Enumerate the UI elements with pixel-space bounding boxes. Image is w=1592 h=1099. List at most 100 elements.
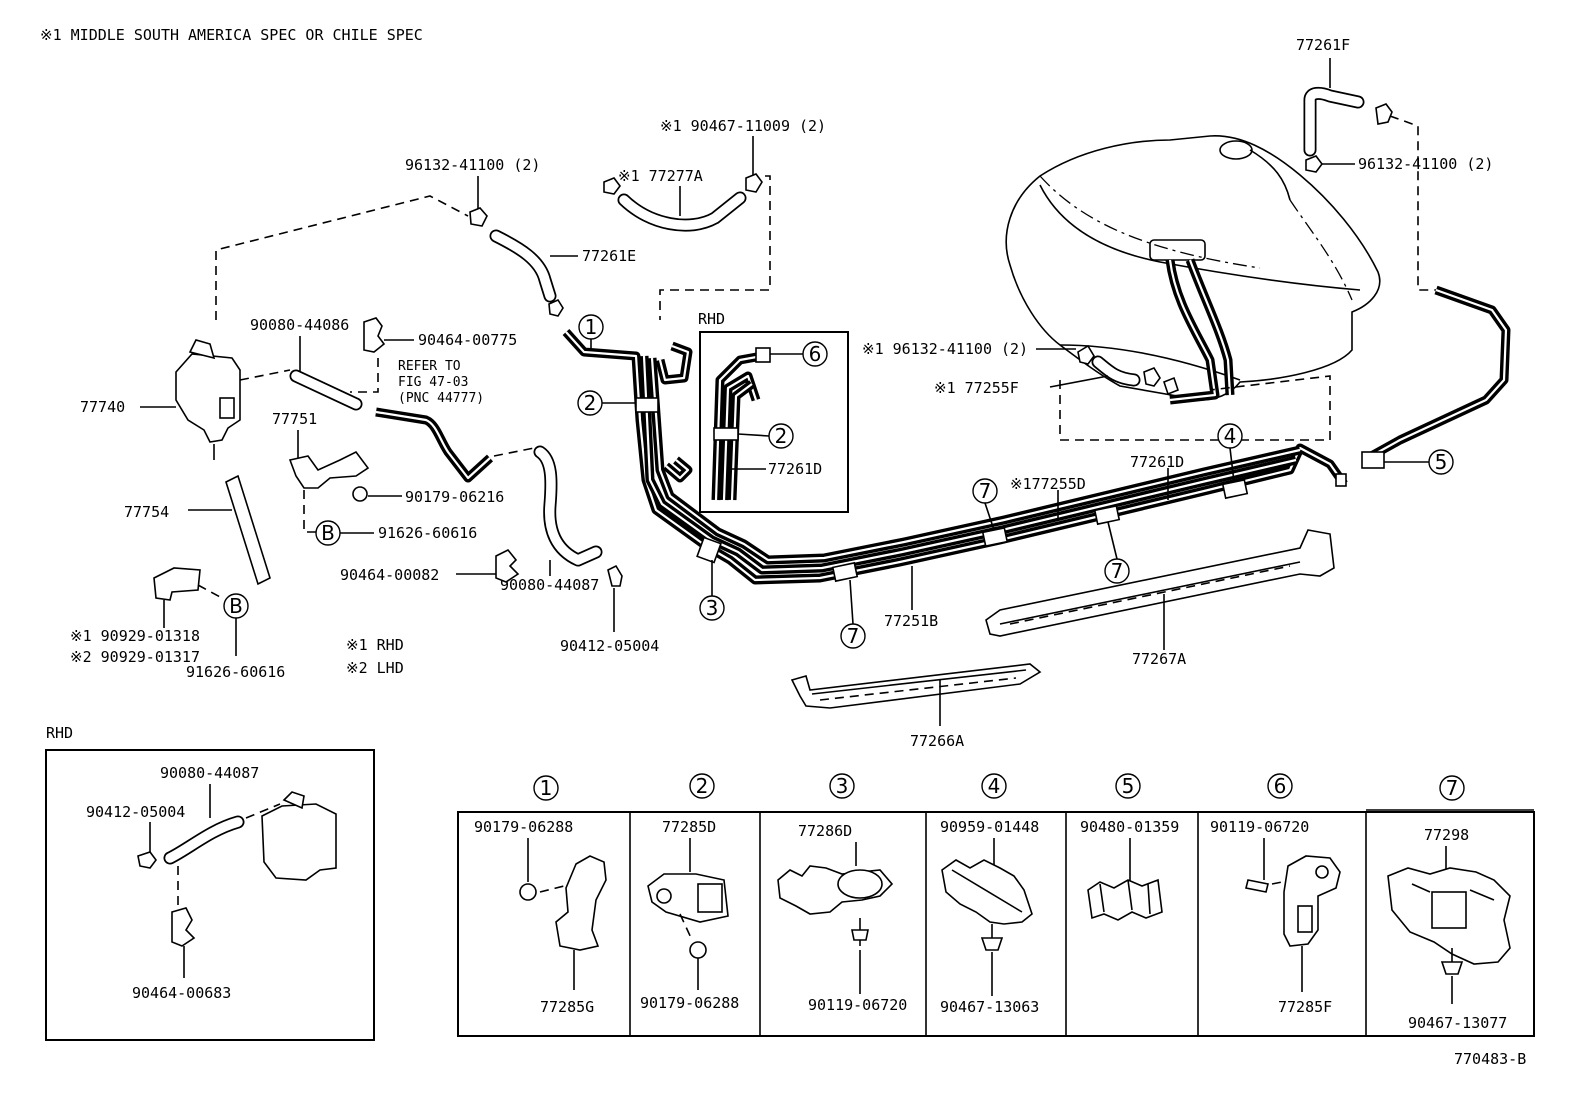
label-77255d: ※177255D [1010,475,1086,493]
svg-text:7: 7 [1111,559,1124,583]
main-pipe-bundle [562,285,1511,585]
marker-7-main-b: 7 [972,478,998,531]
label-90467-11009: ※1 90467-11009 (2) [660,117,826,135]
label-90179-06216: 90179-06216 [405,488,504,506]
detail-col-5: 90480-01359 [1080,818,1179,921]
detail-col-7: 77298 90467-13077 [1387,826,1511,1032]
detail-1-part-a: 90179-06288 [474,818,573,836]
hose-90080-44086: 90080-44086 90464-00775 REFER TO FIG 47-… [250,316,517,411]
label-96132-mid: ※1 96132-41100 (2) [862,340,1028,358]
label-90080-44086: 90080-44086 [250,316,349,334]
label-91626-b2: 91626-60616 [186,663,285,681]
b-marker-upper: B 91626-60616 [315,520,477,546]
label-77261d-inset: 77261D [768,460,822,478]
rhd-box-lower: RHD 90080-44087 90412-05004 90464-00683 [45,724,375,1041]
rhd-label-90464-00683: 90464-00683 [132,984,231,1002]
label-77754: 77754 [124,503,169,521]
marker-3-main: 3 [699,560,725,621]
label-90929-01318: ※1 90929-01318 [70,627,200,645]
svg-text:3: 3 [836,774,849,798]
rhd-label-90412-05004: 90412-05004 [86,803,185,821]
label-77261f: 77261F [1296,36,1350,54]
detail-1-part-b: 77285G [540,998,594,1016]
marker-7-main-c: 7 [1104,521,1130,584]
rhd-box-label: RHD [46,724,73,742]
rhd-inset-mid: RHD 6 2 77261D [698,310,849,513]
svg-text:6: 6 [809,342,822,366]
detail-3-part-b: 90119-06720 [808,996,907,1014]
label-77267a: 77267A [1132,650,1186,668]
rhd-inset-label: RHD [698,310,725,328]
svg-text:4: 4 [1224,424,1237,448]
detail-2-part-b: 90179-06288 [640,994,739,1012]
b-marker-lower: B [223,593,249,619]
svg-text:4: 4 [988,774,1001,798]
refer-line-2: FIG 47-03 [398,375,468,390]
hose-77261e-group: 96132-41100 (2) 77261E [215,156,636,320]
detail-col-1-header: 1 [533,775,559,801]
svg-text:7: 7 [979,479,992,503]
label-77266a: 77266A [910,732,964,750]
rod-77754: 77754 [124,474,271,586]
detail-col-6-header: 6 [1267,773,1293,799]
protector-77266a: 77266A [790,663,1042,750]
detail-7-part-b: 90467-13077 [1408,1014,1507,1032]
detail-col-4-header: 4 [981,773,1007,799]
label-77251b: 77251B [884,612,938,630]
label-77277a: ※1 77277A [618,167,703,185]
svg-text:2: 2 [775,424,788,448]
detail-4-part-a: 90959-01448 [940,818,1039,836]
label-77255f: ※1 77255F [934,379,1019,397]
detail-col-5-header: 5 [1115,773,1141,799]
label-91626-b1: 91626-60616 [378,524,477,542]
rhd-label-90080-44087: 90080-44087 [160,764,259,782]
detail-table: 1 2 3 4 5 6 7 90179-06288 [457,773,1535,1037]
fuel-tank [1005,135,1381,405]
spec-note: ※1 MIDDLE SOUTH AMERICA SPEC OR CHILE SP… [40,26,423,44]
svg-text:2: 2 [584,391,597,415]
svg-text:5: 5 [1435,450,1448,474]
detail-col-2-header: 2 [689,773,715,799]
svg-text:6: 6 [1274,774,1287,798]
hose-77261f: 77261F 96132-41100 (2) [1296,36,1493,291]
label-96132-tr: 96132-41100 (2) [1358,155,1493,173]
refer-line-1: REFER TO [398,359,461,374]
detail-col-1: 90179-06288 77285G [474,818,607,1016]
figure-number: 770483-B [1454,1050,1526,1068]
hose-90080-44087: 90080-44087 90464-00082 90412-05004 [340,445,659,655]
protector-77267a: 77267A [985,529,1335,668]
hose-77277a-group: ※1 90467-11009 (2) ※1 77277A [603,117,826,320]
detail-4-part-b: 90467-13063 [940,998,1039,1016]
hose-77255f-group: ※1 96132-41100 (2) ※1 77255F [862,340,1179,397]
marker-2-main: 2 [577,390,636,416]
pipe-refer-44777 [375,407,535,483]
bracket-77751: 77751 90179-06216 [272,410,504,533]
label-90080-44087: 90080-44087 [500,576,599,594]
marker-4-main: 4 [1217,423,1243,483]
detail-col-2: 77285D 90179-06288 [640,818,739,1012]
marker-1-main: 1 [578,314,604,350]
bracket-b-lower: ※1 90929-01318 ※2 90929-01317 91626-6061… [70,567,285,681]
detail-col-4: 90959-01448 90467-13063 [940,818,1039,1016]
detail-6-part-a: 90119-06720 [1210,818,1309,836]
svg-text:7: 7 [847,624,860,648]
detail-6-part-b: 77285F [1278,998,1332,1016]
label-90464-00082: 90464-00082 [340,566,439,584]
label-90412-05004: 90412-05004 [560,637,659,655]
tank-connection-box [1059,375,1331,441]
label-77740: 77740 [80,398,125,416]
label-77261e: 77261E [582,247,636,265]
canister-77740: 77740 [80,339,291,460]
label-77261d: 77261D [1130,453,1184,471]
svg-text:7: 7 [1446,776,1459,800]
legend-lhd: ※2 LHD [346,659,404,677]
svg-text:1: 1 [540,776,553,800]
svg-text:5: 5 [1122,774,1135,798]
label-90929-01317: ※2 90929-01317 [70,648,200,666]
detail-7-part-a: 77298 [1424,826,1469,844]
legend: ※1 RHD ※2 LHD [346,636,404,677]
detail-col-7-header: 7 [1439,775,1465,801]
detail-5-part-a: 90480-01359 [1080,818,1179,836]
detail-3-part-a: 77286D [798,822,852,840]
